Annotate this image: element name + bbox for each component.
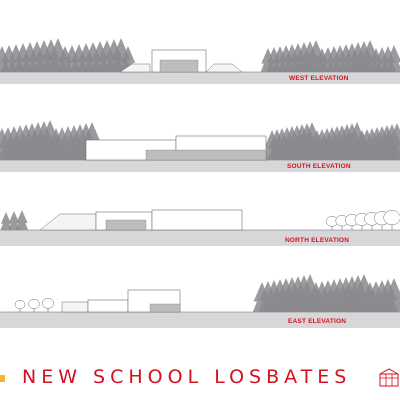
tree-crown <box>28 299 40 309</box>
west-tree-row-left <box>0 38 137 72</box>
tree <box>0 212 12 230</box>
east-elevation-drawing <box>0 274 400 328</box>
south-school-building <box>85 135 267 161</box>
tree-crown <box>383 210 400 226</box>
building-logo-icon <box>379 368 399 387</box>
tree <box>385 45 400 72</box>
west-school-building <box>119 49 243 73</box>
project-title: NEW SCHOOL LOSBATES <box>22 366 352 388</box>
north-elevation-label: NORTH ELEVATION <box>285 237 350 244</box>
east-ground-band <box>0 312 400 328</box>
north-tree-row-right <box>325 210 400 230</box>
title-accent-mark <box>0 375 5 382</box>
west-tree-row-right <box>260 40 400 72</box>
east-elevation-label: EAST ELEVATION <box>288 318 347 325</box>
tree <box>385 123 400 160</box>
west-elevation-drawing <box>0 38 400 84</box>
tree <box>383 278 400 312</box>
west-elevation-label: WEST ELEVATION <box>289 75 349 82</box>
south-tree-row-left <box>0 120 104 160</box>
south-elevation-drawing <box>0 120 400 172</box>
east-tree-row-right <box>252 274 400 312</box>
north-elevation-drawing <box>0 209 400 246</box>
east-tree-row-left <box>14 298 55 312</box>
tree-crown <box>41 298 55 309</box>
north-tree-row-left <box>0 210 29 230</box>
tree-crown <box>14 299 26 310</box>
north-ground-band <box>0 230 400 246</box>
west-ground-band <box>0 72 400 84</box>
east-school-building <box>61 289 181 313</box>
north-school-building <box>39 209 243 231</box>
south-elevation-label: SOUTH ELEVATION <box>287 163 351 170</box>
south-ground-band <box>0 160 400 172</box>
tree <box>15 210 29 230</box>
south-tree-row-right <box>262 122 400 160</box>
tree <box>8 211 20 230</box>
